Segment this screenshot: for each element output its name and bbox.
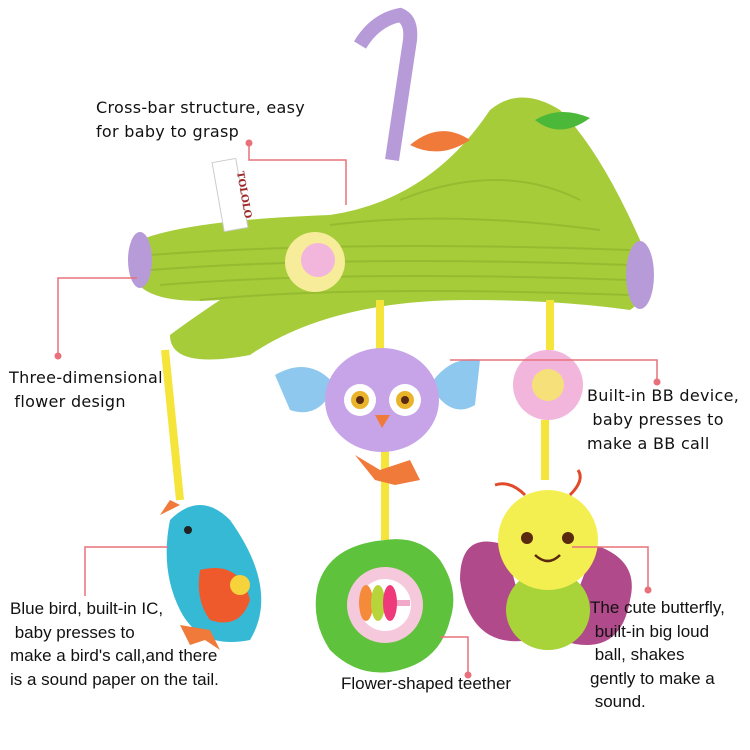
flower-line-1: Three-dimensional bbox=[9, 368, 163, 387]
bird-line-1: Blue bird, built-in IC, bbox=[10, 599, 164, 618]
hanging-strap bbox=[353, 7, 418, 162]
crossbar-line-1: Cross-bar structure, easy bbox=[96, 98, 305, 117]
crossbar bbox=[135, 97, 648, 360]
butterfly-line-5: sound. bbox=[590, 692, 646, 711]
flower-teether bbox=[315, 539, 454, 673]
leaf-orange bbox=[410, 131, 470, 152]
bb-device-annotation: Built-in BB device, baby presses to make … bbox=[587, 384, 739, 456]
blue-bird-toy bbox=[160, 500, 262, 650]
crossbar-line-2: for baby to grasp bbox=[96, 122, 240, 141]
callout-crossbar bbox=[248, 143, 347, 205]
bb-device-flower bbox=[513, 350, 583, 420]
butterfly-annotation: The cute butterfly, built-in big loud ba… bbox=[590, 596, 725, 714]
butterfly-line-4: gently to make a bbox=[590, 668, 715, 688]
owl-toy bbox=[275, 348, 480, 485]
bb-line-3: make a BB call bbox=[587, 434, 710, 453]
teether-line-1: Flower-shaped teether bbox=[341, 674, 512, 693]
butterfly-line-3: ball, shakes bbox=[590, 645, 685, 664]
flower-annotation: Three-dimensional flower design bbox=[9, 366, 163, 414]
crossbar-annotation: Cross-bar structure, easy for baby to gra… bbox=[96, 96, 305, 144]
butterfly-line-2: built-in big loud bbox=[590, 621, 710, 641]
leaf-green bbox=[535, 111, 590, 130]
brand-tag bbox=[211, 157, 249, 233]
callout-bb-device bbox=[450, 359, 658, 382]
bb-line-1: Built-in BB device, bbox=[587, 386, 740, 405]
callout-dots bbox=[54, 139, 661, 679]
bb-line-2: baby presses to bbox=[587, 410, 724, 429]
crossbar-end-right bbox=[626, 241, 654, 309]
teether-annotation: Flower-shaped teether bbox=[341, 672, 511, 696]
bird-line-4: is a sound paper on the tail. bbox=[10, 669, 219, 689]
callout-blue-bird bbox=[84, 546, 168, 596]
flower-line-2: flower design bbox=[9, 392, 126, 411]
callout-flower bbox=[57, 277, 137, 356]
callout-butterfly bbox=[572, 546, 649, 590]
callout-teether bbox=[440, 636, 469, 675]
butterfly-line-1: The cute butterfly, bbox=[590, 598, 725, 617]
blue-bird-annotation: Blue bird, built-in IC, baby presses to m… bbox=[10, 597, 219, 691]
bird-line-3: make a bird's call,and there bbox=[10, 646, 218, 665]
crossbar-flower bbox=[285, 232, 345, 292]
butterfly-toy bbox=[460, 469, 632, 650]
crossbar-end-left bbox=[128, 232, 152, 288]
callout-lines bbox=[57, 143, 658, 675]
bird-line-2: baby presses to bbox=[10, 622, 135, 642]
